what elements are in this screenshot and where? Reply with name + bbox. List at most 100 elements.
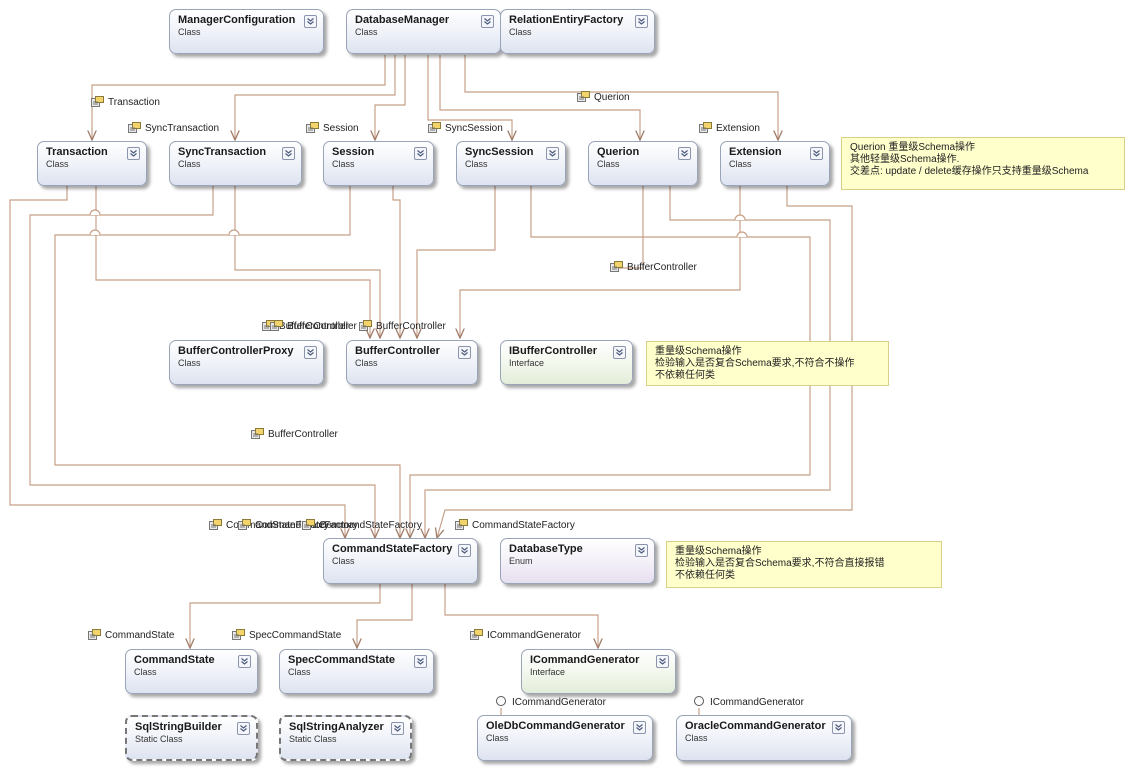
assoc-label-text: SpecCommandState — [249, 630, 342, 641]
chevron-down-icon[interactable] — [810, 147, 823, 160]
shape-kind: Class — [46, 159, 69, 169]
chevron-down-icon[interactable] — [304, 346, 317, 359]
assoc-line-icommand-generator — [444, 584, 598, 648]
line-hop — [89, 209, 101, 216]
shape-name: Session — [332, 146, 375, 158]
shape-name: IBufferController — [509, 345, 597, 357]
assoc-label-text: Session — [323, 123, 359, 134]
relation-entiry-factory-class[interactable]: RelationEntiryFactory Class — [500, 9, 655, 54]
chevron-down-icon[interactable] — [458, 346, 471, 359]
session-class[interactable]: Session Class — [323, 141, 434, 186]
assoc-label-csf-a[interactable]: CommandStateFactory — [209, 519, 329, 532]
lollipop-label-oracle[interactable]: ICommandGenerator — [694, 696, 804, 709]
chevron-down-icon[interactable] — [391, 722, 404, 735]
chevron-down-icon[interactable] — [481, 15, 494, 28]
chevron-down-icon[interactable] — [635, 15, 648, 28]
shape-name: BufferController — [355, 345, 440, 357]
shape-name: SpecCommandState — [288, 654, 395, 666]
chevron-down-icon[interactable] — [304, 15, 317, 28]
chevron-down-icon[interactable] — [414, 147, 427, 160]
shape-name: ICommandGenerator — [530, 654, 640, 666]
assoc-label-buffer-controller-b[interactable]: BufferController — [270, 320, 357, 333]
chevron-down-icon[interactable] — [546, 147, 559, 160]
database-type-enum[interactable]: DatabaseType Enum — [500, 538, 655, 584]
chevron-down-icon[interactable] — [238, 655, 251, 668]
note-line: 其他轻量级Schema操作. — [850, 154, 960, 165]
line-hop — [734, 214, 746, 221]
shape-name: SqlStringAnalyzer — [289, 721, 384, 733]
spec-command-state-class[interactable]: SpecCommandState Class — [279, 649, 434, 694]
assoc-label-sync-transaction[interactable]: SyncTransaction — [128, 122, 219, 135]
sql-string-analyzer-static-class[interactable]: SqlStringAnalyzer Static Class — [279, 715, 412, 761]
command-state-factory-note[interactable]: 重量级Schema操作 检验输入是否复合Schema要求,不符合直接报错 不依赖… — [666, 541, 942, 588]
chevron-down-icon[interactable] — [613, 346, 626, 359]
shape-name: OleDbCommandGenerator — [486, 720, 625, 732]
assoc-label-spec-command-state[interactable]: SpecCommandState — [232, 629, 341, 642]
lollipop-label-text: ICommandGenerator — [512, 697, 606, 708]
property-icon — [270, 320, 283, 331]
chevron-down-icon[interactable] — [414, 655, 427, 668]
shape-kind: Class — [486, 733, 509, 743]
shape-kind: Class — [332, 556, 355, 566]
assoc-label-csf-c[interactable]: CommandStateFactory — [302, 519, 422, 532]
buffer-controller-class[interactable]: BufferController Class — [346, 340, 478, 385]
assoc-label-buffer-controller-mid[interactable]: BufferController — [610, 261, 697, 274]
assoc-label-session[interactable]: Session — [306, 122, 359, 135]
chevron-down-icon[interactable] — [237, 722, 250, 735]
command-state-class[interactable]: CommandState Class — [125, 649, 258, 694]
querion-note[interactable]: Querion 重量级Schema操作 其他轻量级Schema操作. 交差点: … — [841, 137, 1125, 190]
property-icon — [128, 122, 141, 133]
assoc-label-text: BufferController — [287, 321, 357, 332]
shape-kind: Enum — [509, 556, 533, 566]
note-line: Querion 重量级Schema操作 — [850, 142, 976, 153]
oledb-command-generator-class[interactable]: OleDbCommandGenerator Class — [477, 715, 653, 761]
sql-string-builder-static-class[interactable]: SqlStringBuilder Static Class — [125, 715, 258, 761]
assoc-label-buffer-controller-c[interactable]: BufferController — [359, 320, 446, 333]
assoc-line-bc-2 — [234, 186, 380, 338]
extension-class[interactable]: Extension Class — [720, 141, 830, 186]
shape-kind: Interface — [530, 667, 566, 677]
assoc-label-csf-right[interactable]: CommandStateFactory — [455, 519, 575, 532]
querion-class[interactable]: Querion Class — [588, 141, 698, 186]
chevron-down-icon[interactable] — [635, 544, 648, 557]
assoc-label-extension[interactable]: Extension — [699, 122, 760, 135]
assoc-line-csf-1 — [9, 186, 345, 538]
chevron-down-icon[interactable] — [832, 721, 845, 734]
chevron-down-icon[interactable] — [127, 147, 140, 160]
assoc-label-text: BufferController — [279, 321, 349, 332]
oracle-command-generator-class[interactable]: OracleCommandGenerator Class — [676, 715, 852, 761]
chevron-down-icon[interactable] — [656, 655, 669, 668]
assoc-label-icommand-generator[interactable]: ICommandGenerator — [470, 629, 581, 642]
ibuffer-controller-interface[interactable]: IBufferController Interface — [500, 340, 633, 385]
assoc-label-command-state[interactable]: CommandState — [88, 629, 174, 642]
chevron-down-icon[interactable] — [458, 544, 471, 557]
chevron-down-icon[interactable] — [633, 721, 646, 734]
assoc-label-buffer-controller-lower[interactable]: BufferController — [251, 428, 338, 441]
shape-kind: Class — [597, 159, 620, 169]
lollipop-label-oledb[interactable]: ICommandGenerator — [496, 696, 606, 709]
shape-name: CommandStateFactory — [332, 543, 453, 555]
command-state-factory-class[interactable]: CommandStateFactory Class — [323, 538, 478, 584]
assoc-label-transaction[interactable]: Transaction — [91, 96, 160, 109]
assoc-label-text: SyncTransaction — [145, 123, 220, 134]
assoc-line-bc-6 — [460, 186, 741, 338]
buffer-controller-proxy-class[interactable]: BufferControllerProxy Class — [169, 340, 324, 385]
buffer-controller-note[interactable]: 重量级Schema操作 检验输入是否复合Schema要求,不符合不操作 不依赖任… — [646, 341, 889, 386]
sync-session-class[interactable]: SyncSession Class — [456, 141, 566, 186]
assoc-line-extension — [464, 55, 778, 140]
database-manager-class[interactable]: DatabaseManager Class — [346, 9, 501, 54]
shape-kind: Class — [509, 27, 532, 37]
line-hop — [89, 229, 101, 236]
assoc-label-text: ICommandGenerator — [487, 630, 581, 641]
shape-kind: Interface — [509, 358, 545, 368]
sync-transaction-class[interactable]: SyncTransaction Class — [169, 141, 302, 186]
icommand-generator-interface[interactable]: ICommandGenerator Interface — [521, 649, 676, 694]
transaction-class[interactable]: Transaction Class — [37, 141, 147, 186]
assoc-label-querion[interactable]: Querion — [577, 91, 630, 104]
chevron-down-icon[interactable] — [282, 147, 295, 160]
assoc-line-bc-5 — [618, 186, 644, 269]
assoc-label-text: CommandState — [105, 630, 175, 641]
assoc-label-sync-session[interactable]: SyncSession — [428, 122, 503, 135]
chevron-down-icon[interactable] — [678, 147, 691, 160]
manager-configuration-class[interactable]: ManagerConfiguration Class — [169, 9, 324, 54]
